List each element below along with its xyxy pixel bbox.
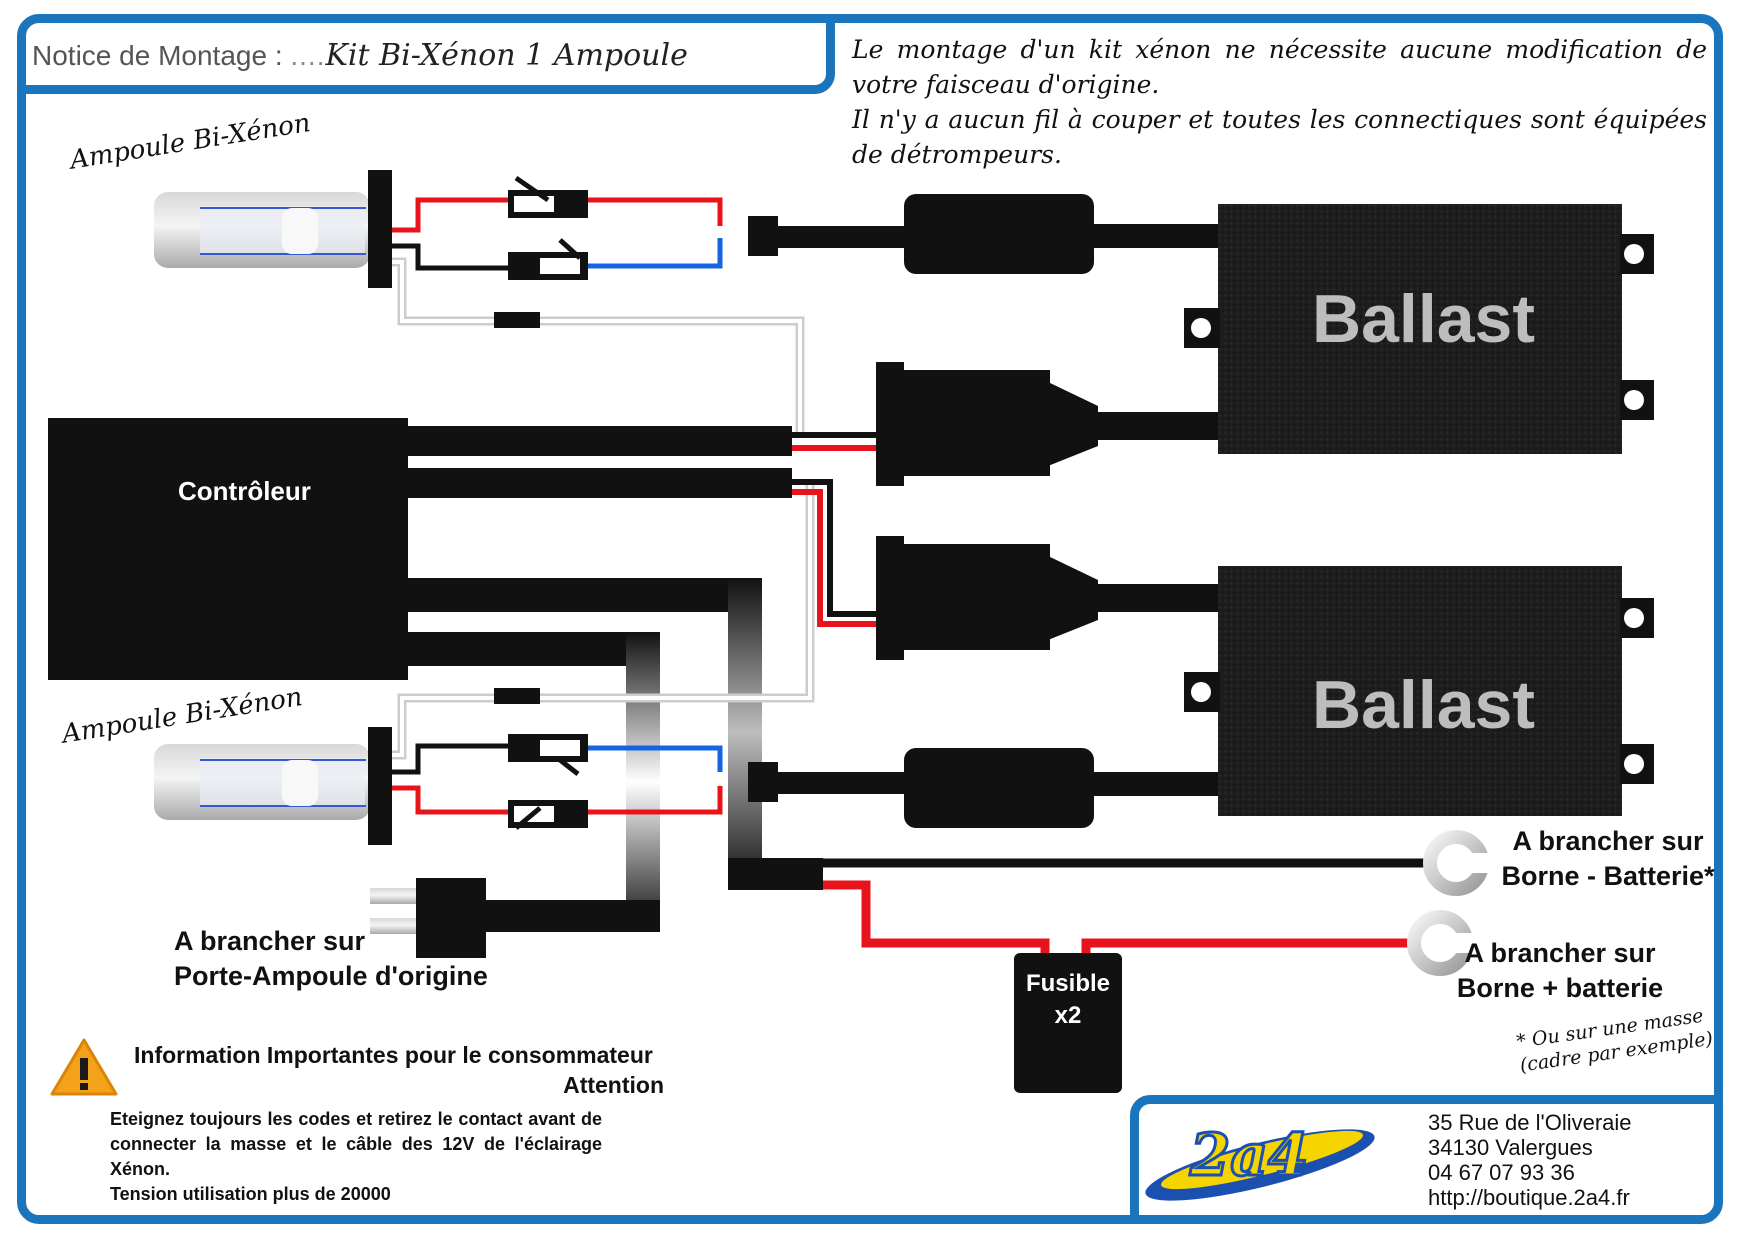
company-website[interactable]: http://boutique.2a4.fr (1428, 1185, 1630, 1210)
warning-text: Eteignez toujours les codes et retirez l… (110, 1109, 602, 1179)
kit-title: Kit Bi-Xénon 1 Ampoule (325, 38, 688, 73)
battery-positive-line-2: Borne + batterie (1456, 973, 1664, 1003)
battery-negative-line-2: Borne - Batterie* (1501, 861, 1715, 891)
top-connector-a (508, 175, 588, 218)
ballast-bottom (1184, 566, 1654, 816)
fuse-label: Fusible x2 (1014, 968, 1122, 1032)
page-title: Notice de Montage : ....Kit Bi-Xénon 1 A… (32, 38, 688, 73)
page-frame (17, 14, 1723, 1224)
top-bulb (154, 170, 392, 288)
intro-text: Le montage d'un kit xénon ne nécessite a… (852, 32, 1707, 172)
title-box (17, 14, 835, 94)
warning-body: Eteignez toujours les codes et retirez l… (110, 1107, 602, 1207)
fuse (1014, 953, 1122, 1093)
bottom-igniter (904, 748, 1094, 828)
warning-icon (50, 1038, 118, 1096)
address-line-2: 34130 Valergues (1428, 1135, 1593, 1160)
ballast-bottom-label: Ballast (1312, 667, 1535, 743)
fuse-line-2: x2 (1054, 1002, 1082, 1029)
fuse-line-1: Fusible (1025, 970, 1110, 997)
ballast-connector-bottom (876, 536, 1098, 660)
company-address: 35 Rue de l'Oliveraie 34130 Valergues 04… (1428, 1110, 1632, 1210)
top-igniter (904, 194, 1094, 274)
controller-label: Contrôleur (178, 476, 311, 506)
original-socket-line-1: A brancher sur (174, 926, 366, 956)
battery-positive-terminal (1407, 910, 1476, 976)
ballast-top (1184, 204, 1654, 454)
original-socket-plug (370, 878, 486, 958)
intro-line-1: Le montage d'un kit xénon ne nécessite a… (852, 35, 1707, 99)
ground-cable (728, 578, 762, 858)
controller (48, 418, 792, 680)
ballast-connector-top (876, 362, 1098, 486)
ballast-top-label: Ballast (1312, 281, 1535, 357)
warning-subtitle: Attention (563, 1072, 664, 1098)
bottom-connector-a (508, 734, 588, 776)
company-logo: 2a4 (1145, 1120, 1375, 1201)
logo-text: 2a4 (1189, 1121, 1308, 1189)
original-socket-line-2: Porte-Ampoule d'origine (174, 961, 488, 991)
address-box (1130, 1095, 1723, 1224)
top-connector-b (508, 238, 588, 280)
battery-positive-line-1: A brancher sur (1464, 938, 1656, 968)
battery-negative-line-1: A brancher sur (1512, 826, 1704, 856)
address-line-1: 35 Rue de l'Oliveraie (1428, 1110, 1632, 1135)
title-label: Notice de Montage : (32, 40, 283, 71)
bottom-connector-b (508, 800, 588, 830)
intro-line-2: Il n'y a aucun fil à couper et toutes le… (852, 105, 1707, 169)
battery-negative-terminal (1423, 830, 1492, 896)
battery-positive-label: A brancher sur Borne + batterie (1450, 936, 1670, 1006)
warning-title: Information Importantes pour le consomma… (134, 1042, 653, 1068)
battery-negative-label: A brancher sur Borne - Batterie* (1498, 824, 1718, 894)
company-phone: 04 67 07 93 36 (1428, 1160, 1575, 1185)
original-socket-label: A brancher sur Porte-Ampoule d'origine (174, 924, 488, 994)
warning-heading: Information Importantes pour le consomma… (134, 1040, 664, 1100)
warning-tension: Tension utilisation plus de 20000 (110, 1184, 391, 1204)
socket-cable (626, 632, 660, 932)
bottom-bulb (154, 727, 392, 845)
